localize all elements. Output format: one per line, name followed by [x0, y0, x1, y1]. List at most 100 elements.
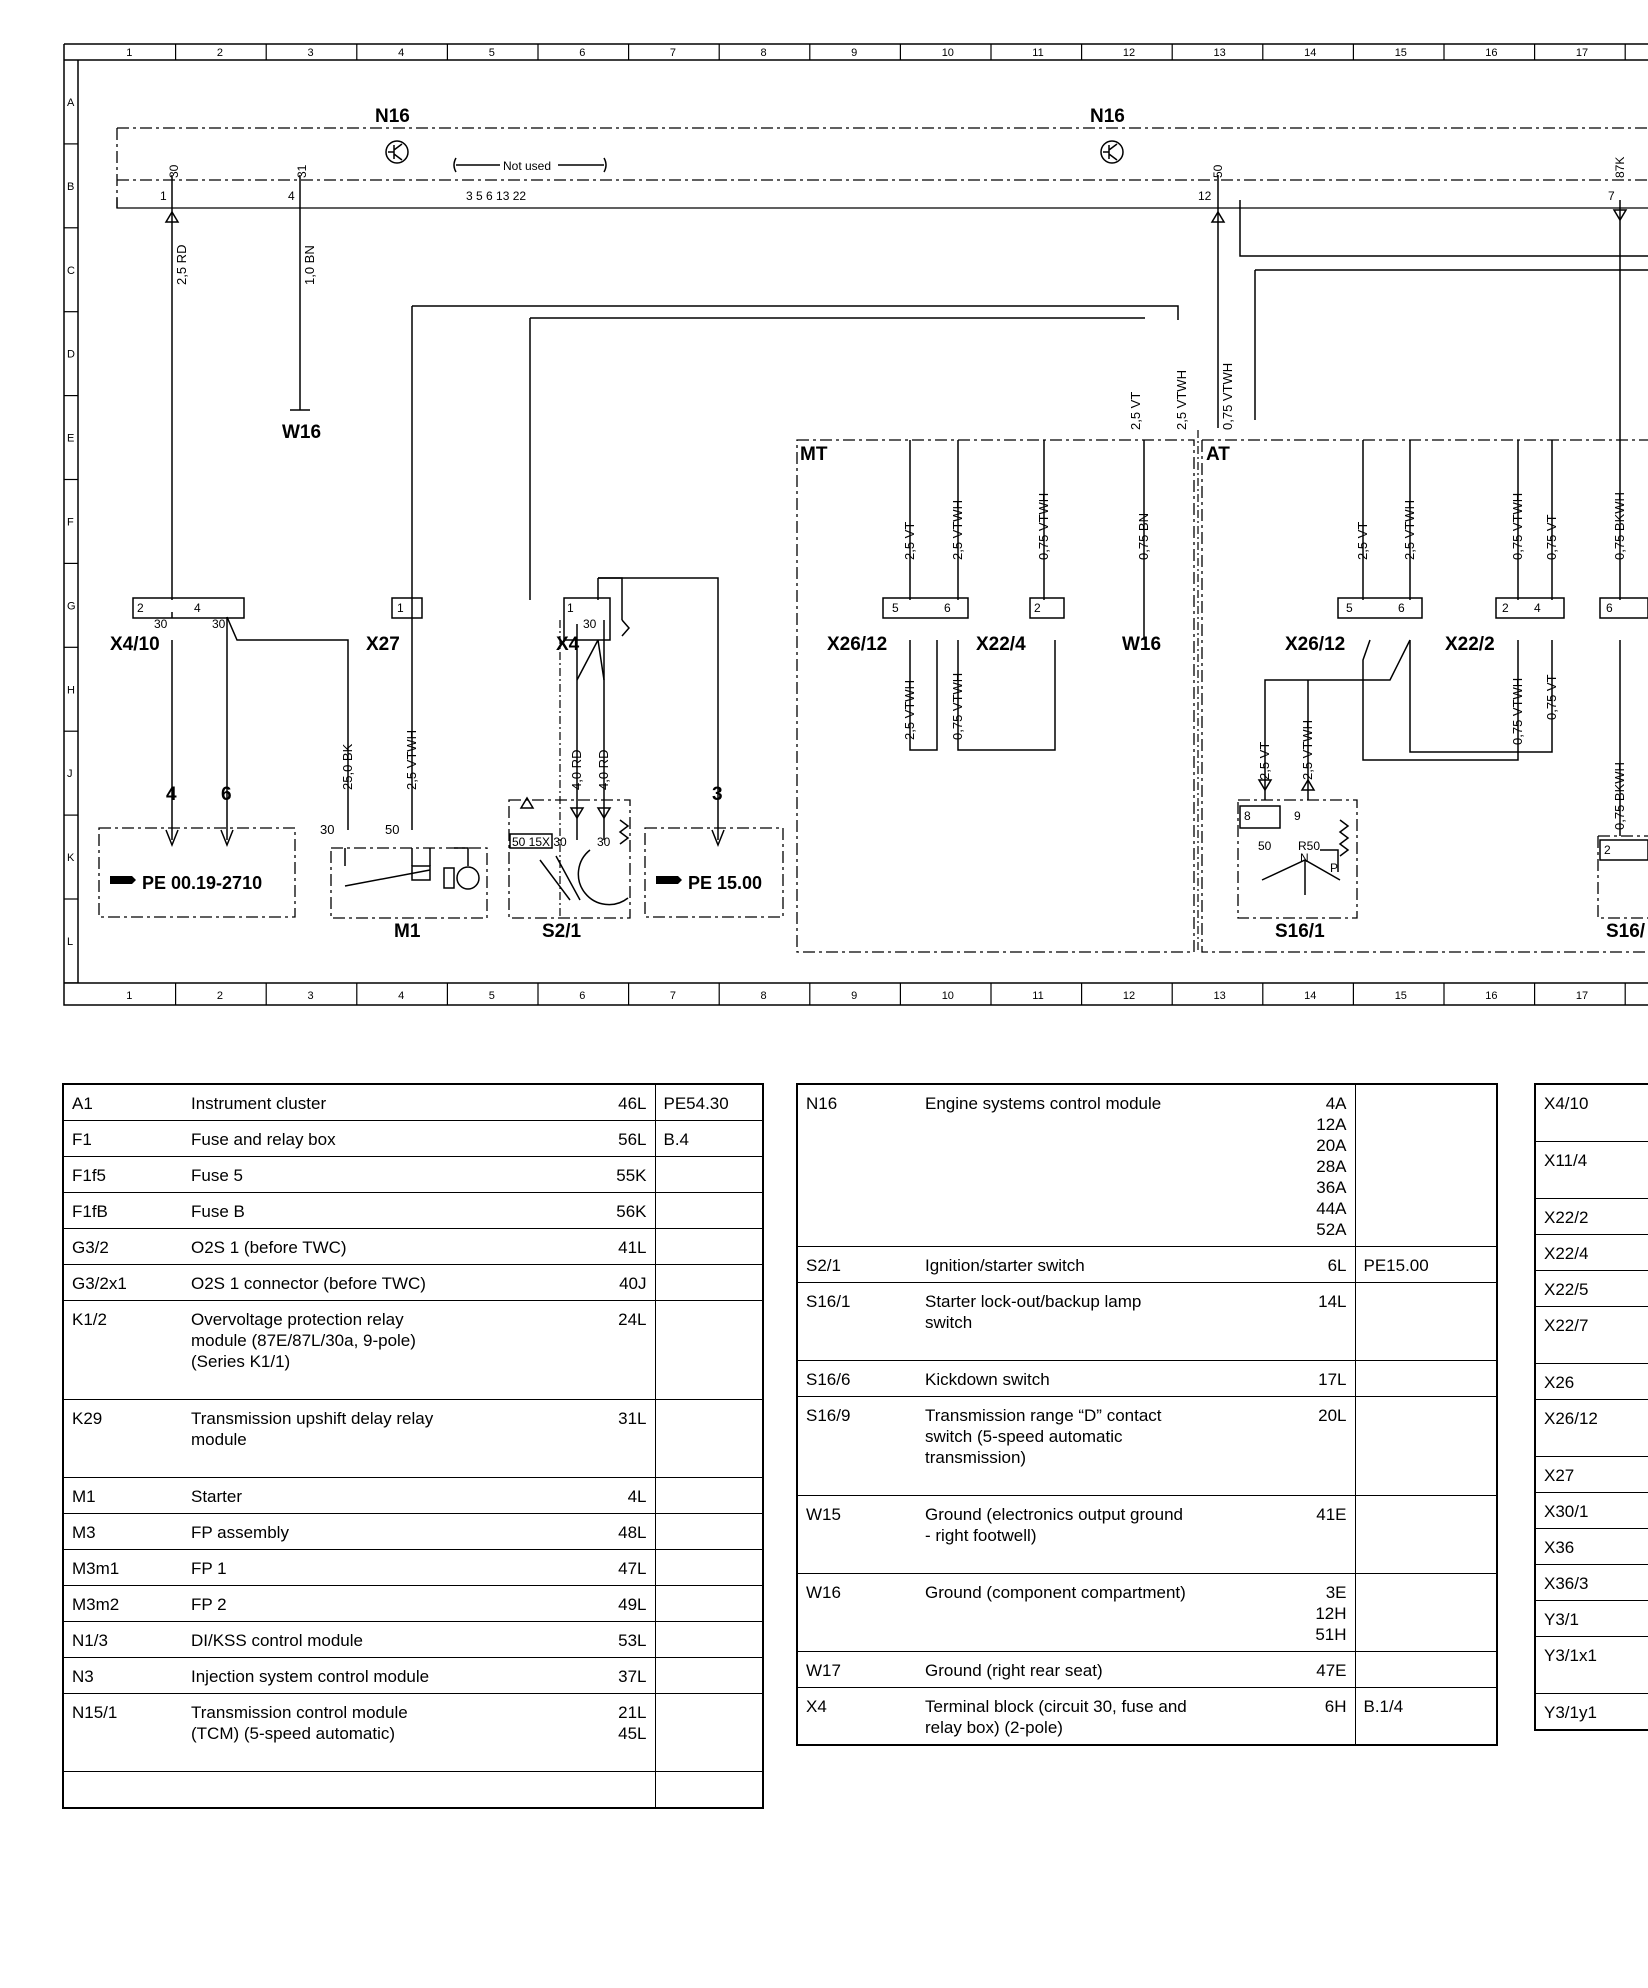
legend-reference-code[interactable]	[1355, 1573, 1497, 1652]
legend-reference-code[interactable]	[1355, 1282, 1497, 1361]
pin-label: 50	[385, 822, 399, 837]
grid-column-number: 6	[579, 47, 585, 59]
pin-label: R50	[1298, 839, 1320, 853]
legend-reference-code[interactable]	[655, 1585, 763, 1622]
legend-text-line: Ground (right rear seat)	[925, 1661, 1103, 1680]
legend-reference-code[interactable]	[655, 1621, 763, 1658]
grid-row-letter: D	[67, 349, 75, 361]
legend-location: 40J	[555, 1264, 656, 1301]
legend-reference-code[interactable]: PE15.00	[1355, 1246, 1497, 1283]
pin-label: N	[1300, 851, 1309, 865]
pin-label: 6	[944, 601, 951, 615]
at-label: AT	[1206, 444, 1230, 465]
legend-reference-code[interactable]	[655, 1300, 763, 1400]
arrow-label: 3	[712, 784, 723, 805]
legend-ref: F1f5	[63, 1156, 183, 1193]
arrow-label: 6	[221, 784, 232, 805]
wire-label: 2,5 VT	[902, 522, 917, 560]
legend-reference-code[interactable]	[655, 1549, 763, 1586]
grid-column-number: 1	[126, 990, 132, 1002]
pin-1: 1	[160, 189, 167, 203]
legend-row: X22/4	[1535, 1234, 1648, 1271]
legend-reference-code[interactable]: B.1/4	[1355, 1687, 1497, 1746]
legend-description: Instrument cluster	[183, 1083, 555, 1121]
legend-reference-code[interactable]: PE54.30	[655, 1083, 763, 1121]
legend-description: DI/KSS control module	[183, 1621, 555, 1658]
legend-row: X4/10	[1535, 1083, 1648, 1142]
pin-label: 5	[892, 601, 899, 615]
legend-row: Y3/1x1	[1535, 1636, 1648, 1694]
wire-label: 0,75 BKWH	[1612, 492, 1627, 560]
legend-row: X22/7	[1535, 1306, 1648, 1364]
pin-label: P	[1330, 861, 1338, 875]
legend-location: 41E	[1255, 1495, 1356, 1574]
grid-column-number: 1	[126, 47, 132, 59]
legend-reference-code[interactable]	[655, 1771, 763, 1809]
legend-reference-code[interactable]	[655, 1693, 763, 1772]
w16-label-mt: W16	[1122, 634, 1161, 655]
legend-ref: N15/1	[63, 1693, 183, 1772]
legend-ref: S16/9	[797, 1396, 917, 1496]
x22-4-label: X22/4	[976, 634, 1026, 655]
legend-text-line: Overvoltage protection relay	[191, 1310, 404, 1329]
legend-reference-code[interactable]	[1355, 1360, 1497, 1397]
legend-text-line: module (87E/87L/30a, 9-pole)	[191, 1331, 416, 1350]
legend-text-line: 4A	[1325, 1094, 1347, 1113]
grid-column-number: 14	[1304, 47, 1316, 59]
legend-text-line: Transmission upshift delay relay	[191, 1409, 434, 1428]
legend-reference-code[interactable]	[655, 1399, 763, 1478]
wire-label: 4,0 RD	[596, 750, 611, 790]
reference-pe-00-19-2710[interactable]: PE 00.19-2710	[142, 873, 262, 893]
legend-text-line: Ground (electronics output ground	[925, 1505, 1183, 1524]
legend-ref: Y3/1	[1535, 1600, 1648, 1637]
legend-reference-code[interactable]: B.4	[655, 1120, 763, 1157]
legend-ref: N1/3	[63, 1621, 183, 1658]
legend-text-line: 20L	[1318, 1406, 1347, 1425]
legend-ref: N16	[797, 1083, 917, 1247]
legend-reference-code[interactable]	[1355, 1495, 1497, 1574]
wire-label: 0,75 VTWH	[1510, 678, 1525, 745]
legend-reference-code[interactable]	[1355, 1396, 1497, 1496]
pin-label: 4	[1534, 601, 1541, 615]
legend-reference-code[interactable]	[655, 1264, 763, 1301]
wire-label: 2,5 VTWH	[1300, 720, 1315, 780]
legend-reference-code[interactable]	[1355, 1083, 1497, 1247]
legend-reference-code[interactable]	[655, 1477, 763, 1514]
legend-reference-code[interactable]	[655, 1657, 763, 1694]
legend-location: 14L	[1255, 1282, 1356, 1361]
wire-label: 0,75 VT	[1544, 514, 1559, 560]
legend-reference-code[interactable]	[655, 1513, 763, 1550]
legend-reference-code[interactable]	[655, 1156, 763, 1193]
legend-location: 17L	[1255, 1360, 1356, 1397]
arrow-label: 4	[166, 784, 177, 805]
pin-label: 2	[137, 601, 144, 615]
legend-text-line: Fuse B	[191, 1202, 245, 1221]
wire-label: 0,75 VTWH	[1510, 493, 1525, 560]
pin-12: 12	[1198, 189, 1212, 203]
legend-reference-code[interactable]	[655, 1192, 763, 1229]
legend-text-line: 46L	[618, 1094, 647, 1113]
reference-pe-15-00[interactable]: PE 15.00	[688, 873, 762, 893]
legend-reference-code[interactable]	[655, 1228, 763, 1265]
grid-column-number: 7	[670, 47, 676, 59]
legend-ref: M1	[63, 1477, 183, 1514]
wire-label: 2,5 VTWH	[950, 500, 965, 560]
legend-text-line: relay box) (2-pole)	[925, 1718, 1063, 1737]
legend-ref: M3m2	[63, 1585, 183, 1622]
legend-reference-code[interactable]	[1355, 1651, 1497, 1688]
legend-text-line: 47L	[618, 1559, 647, 1578]
legend-text-line: 41E	[1316, 1505, 1347, 1524]
legend-text-line: Kickdown switch	[925, 1370, 1050, 1389]
x26-12-at-label: X26/12	[1285, 634, 1345, 655]
legend-text-line: DI/KSS control module	[191, 1631, 363, 1650]
legend-ref: K29	[63, 1399, 183, 1478]
not-used-label: Not used	[503, 159, 551, 173]
